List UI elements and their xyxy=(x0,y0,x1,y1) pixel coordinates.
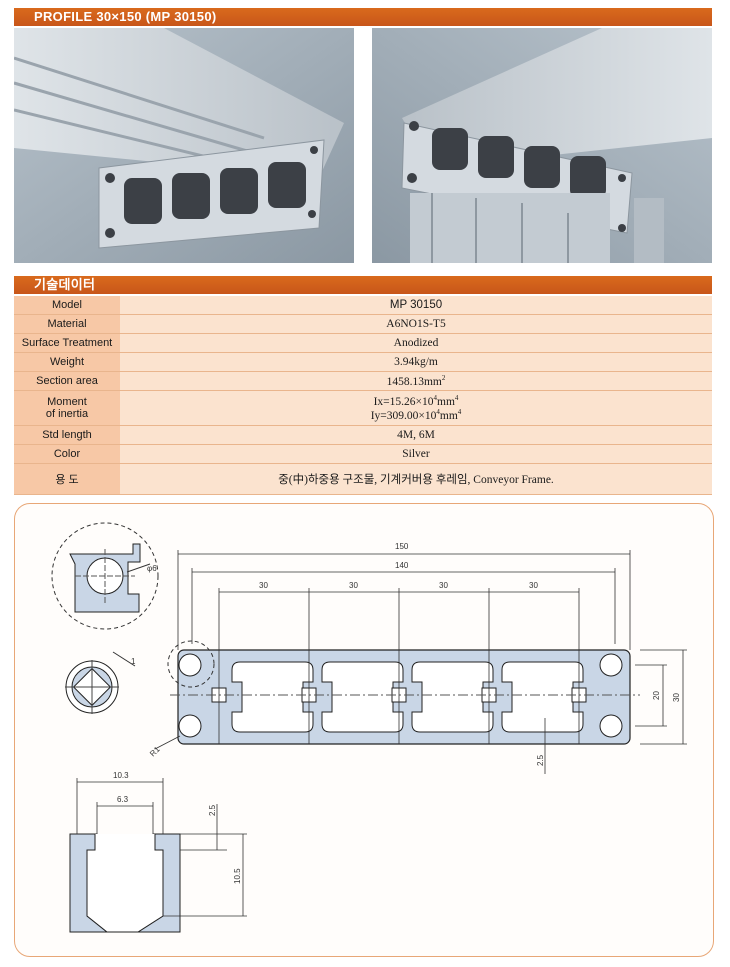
dim-30-a: 30 xyxy=(259,581,268,590)
spec-value: Silver xyxy=(120,444,712,464)
profile-photo-left xyxy=(14,28,354,263)
spec-value: 1458.13mm2 xyxy=(120,371,712,391)
page-title: PROFILE 30×150 (MP 30150) xyxy=(34,9,217,24)
dim-30-b: 30 xyxy=(349,581,358,590)
spec-key: Color xyxy=(14,444,120,464)
spec-value: MP 30150 xyxy=(120,296,712,315)
spec-value: A6NO1S-T5 xyxy=(120,314,712,334)
spec-table: Model MP 30150 Material A6NO1S-T5 Surfac… xyxy=(14,296,712,495)
ix-exponent: 4 xyxy=(433,394,438,403)
t-slot-detail: 10.3 6.3 2.5 10.5 xyxy=(69,771,247,933)
ix-unit-exponent: 4 xyxy=(454,394,459,403)
spec-key: Section area xyxy=(14,371,120,391)
iy-value: Iy=309.00×10 xyxy=(370,409,437,422)
table-row: Material A6NO1S-T5 xyxy=(14,314,712,334)
table-row: Std length 4M, 6M xyxy=(14,425,712,445)
spec-key: Std length xyxy=(14,425,120,445)
one-label: 1 xyxy=(131,657,136,666)
dim-30-height: 30 xyxy=(672,693,681,702)
table-row: Model MP 30150 xyxy=(14,296,712,315)
spec-value: 4M, 6M xyxy=(120,425,712,445)
dim-140: 140 xyxy=(395,561,409,570)
table-row: 용 도 중(中)하중용 구조물, 기계커버용 후레임, Conveyor Fra… xyxy=(14,463,712,495)
dim-slot-2-5: 2.5 xyxy=(208,804,217,816)
detail-corner-view: φ6 xyxy=(51,522,159,630)
spec-key: Material xyxy=(14,314,120,334)
tech-data-title: 기술데이터 xyxy=(34,277,96,292)
detail-center-view: 1 xyxy=(65,651,136,714)
iy-unit-exponent: 4 xyxy=(457,408,462,416)
spec-key: 용 도 xyxy=(14,463,120,495)
tech-data-bar: 기술데이터 xyxy=(14,276,712,294)
section-area-exponent: 2 xyxy=(441,374,446,383)
spec-key: Model xyxy=(14,296,120,315)
dim-10-5: 10.5 xyxy=(233,868,242,884)
dim-150: 150 xyxy=(395,542,409,551)
spec-key: Surface Treatment xyxy=(14,333,120,353)
ix-value: Ix=15.26×10 xyxy=(373,396,434,408)
table-row: Surface Treatment Anodized xyxy=(14,333,712,353)
section-area-value: 1458.13mm xyxy=(386,375,442,388)
dim-30-d: 30 xyxy=(529,581,538,590)
spec-value: Ix=15.26×104mm4 Iy=309.00×104mm4 xyxy=(120,390,712,426)
profile-cross-section xyxy=(167,640,640,745)
ix-unit: mm xyxy=(437,396,455,408)
technical-drawing: φ6 1 xyxy=(14,503,714,957)
spec-value: 3.94kg/m xyxy=(120,352,712,372)
dim-10-3: 10.3 xyxy=(113,771,129,780)
phi6-label: φ6 xyxy=(147,564,157,573)
iy-unit: mm xyxy=(439,409,458,422)
spec-value: Anodized xyxy=(120,333,712,353)
table-row: Section area 1458.13mm2 xyxy=(14,371,712,391)
main-dimension-lines xyxy=(154,550,687,774)
dim-20: 20 xyxy=(652,691,661,700)
moment-key-line2: of inertia xyxy=(45,408,89,420)
spec-key: Weight xyxy=(14,352,120,372)
table-row: Color Silver xyxy=(14,444,712,464)
dim-6-3: 6.3 xyxy=(117,795,129,804)
moment-key-line1: Moment xyxy=(47,396,87,408)
dim-30-c: 30 xyxy=(439,581,448,590)
dim-2-5: 2.5 xyxy=(536,754,545,766)
table-row: Weight 3.94kg/m xyxy=(14,352,712,372)
spec-value: 중(中)하중용 구조물, 기계커버용 후레임, Conveyor Frame. xyxy=(120,463,712,495)
iy-exponent: 4 xyxy=(436,408,440,416)
profile-photo-right xyxy=(372,28,712,263)
header-bar: PROFILE 30×150 (MP 30150) xyxy=(14,8,712,26)
